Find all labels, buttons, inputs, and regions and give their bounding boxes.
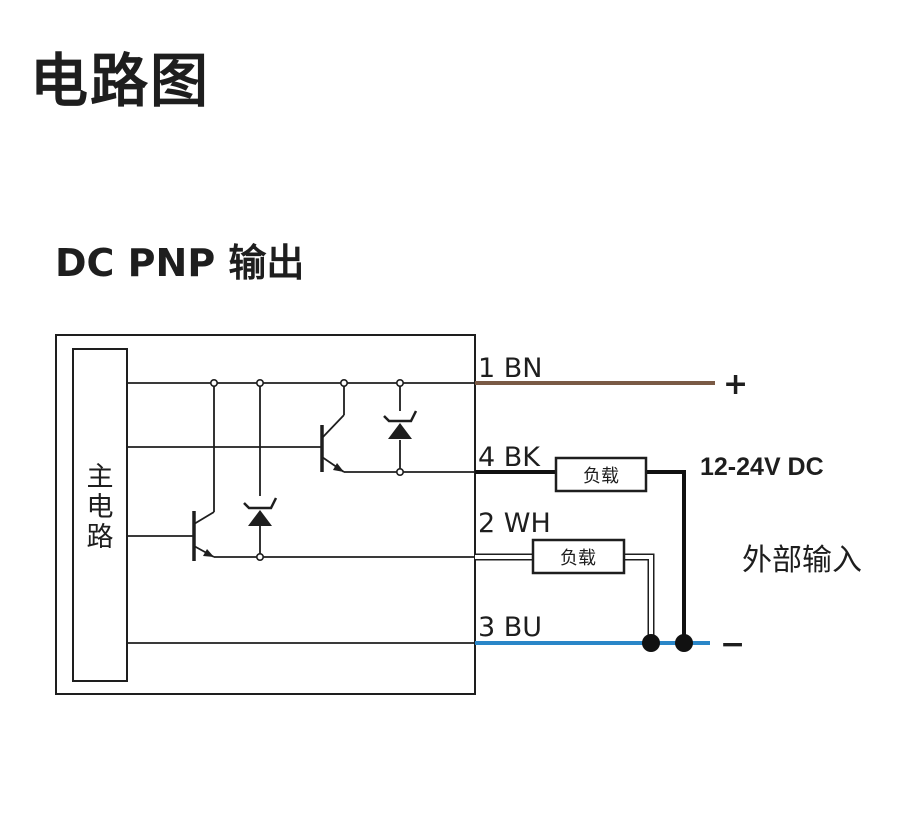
internal-wiring — [127, 382, 475, 644]
zener-diode-z1 — [383, 410, 418, 439]
section-title: DC PNP 输出 — [55, 241, 305, 285]
transistor-q2 — [192, 511, 215, 561]
plus-sign: + — [723, 367, 748, 402]
wire-wh — [475, 553, 655, 643]
load-box-wh — [531, 538, 626, 575]
sensor-enclosure — [55, 334, 476, 695]
wire-label-bn: 1 BN — [478, 353, 542, 384]
junction-dots — [210, 378, 404, 561]
zener-diode-z2 — [243, 497, 278, 526]
wire-label-bk: 4 BK — [478, 442, 541, 473]
main-circuit-label-3: 路 — [87, 522, 114, 553]
page-title: 电路图 — [30, 47, 211, 115]
main-circuit-label-1: 主 — [87, 462, 114, 493]
supply-voltage-label: 12-24V DC — [700, 453, 824, 481]
wire-label-bu: 3 BU — [478, 612, 542, 643]
main-circuit-block — [72, 348, 128, 682]
load-box-bk — [554, 456, 648, 493]
load-label-wh: 负载 — [560, 548, 596, 569]
transistor-q1 — [320, 414, 345, 473]
junction-dot-wh-bu — [642, 634, 660, 652]
load-label-bk: 负载 — [583, 466, 619, 487]
wire-bk — [475, 470, 686, 643]
junction-dot-bk-bu — [675, 634, 693, 652]
minus-sign: − — [720, 627, 745, 662]
main-circuit-label-2: 电 — [87, 492, 114, 523]
external-input-label: 外部输入 — [742, 543, 862, 578]
wire-label-wh: 2 WH — [478, 508, 551, 539]
